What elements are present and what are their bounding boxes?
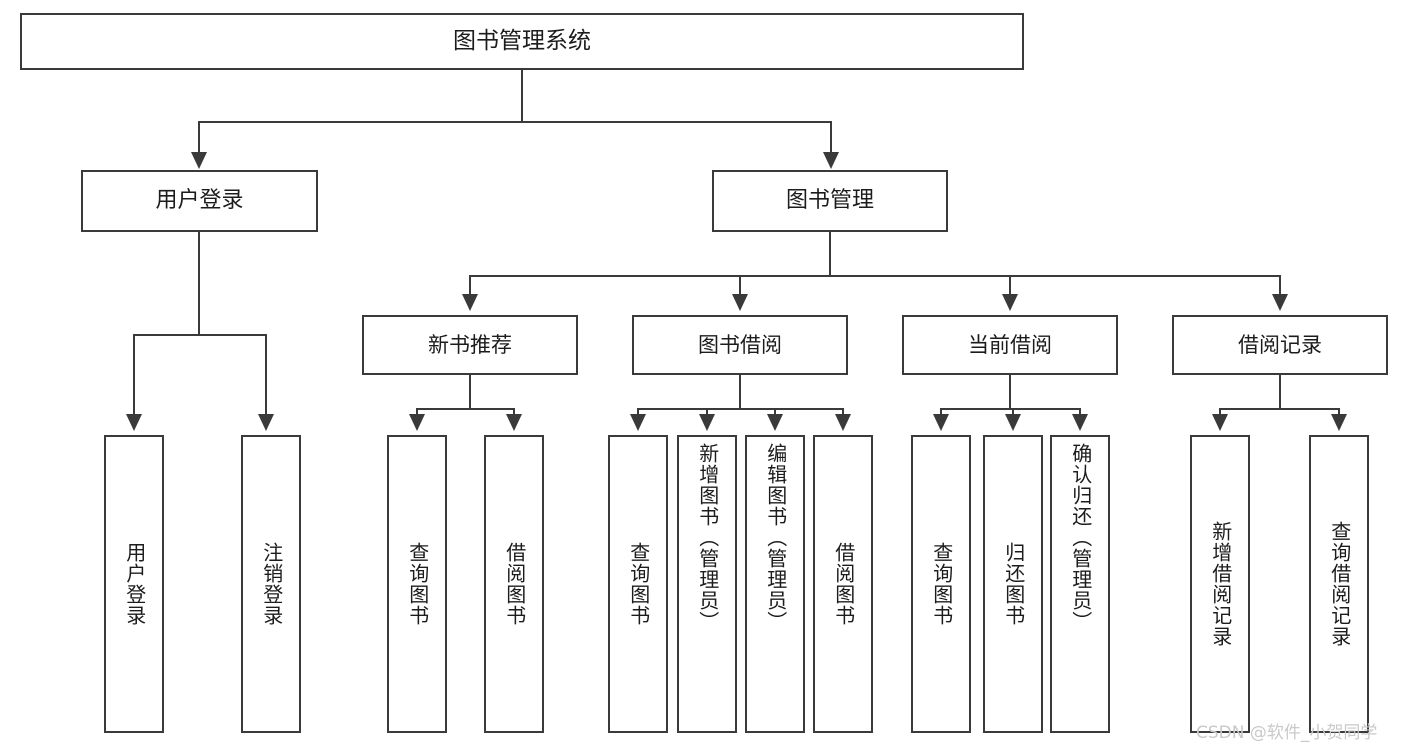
connector-user-login-bus (133, 334, 266, 336)
leaf-query-book-recommend[interactable]: 查询图书 (387, 435, 447, 733)
connector-book-mgmt-drop-1 (469, 275, 471, 296)
connector-root-stem (521, 70, 523, 122)
node-label: 查询借阅记录 (1327, 521, 1352, 647)
leaf-add-book-admin[interactable]: 新增图书（管理员） (677, 435, 737, 733)
leaf-query-book-current[interactable]: 查询图书 (911, 435, 971, 733)
arrow-to-leaf-return-book (1005, 414, 1021, 431)
connector-current-drop-2 (1012, 408, 1014, 416)
node-label: 新增图书（管理员） (695, 443, 720, 632)
arrow-to-leaf-user-login (126, 414, 142, 431)
node-label: 新书推荐 (428, 332, 512, 357)
node-label: 当前借阅 (968, 332, 1052, 357)
connector-current-stem (1009, 375, 1011, 409)
node-label: 借阅记录 (1238, 332, 1322, 357)
connector-current-drop-1 (940, 408, 942, 416)
leaf-return-book[interactable]: 归还图书 (983, 435, 1043, 733)
connector-root-drop-right (830, 121, 832, 153)
node-current-borrow[interactable]: 当前借阅 (902, 315, 1118, 375)
node-label: 查询图书 (626, 542, 651, 626)
node-label: 借阅图书 (831, 542, 856, 626)
connector-book-mgmt-drop-2 (739, 275, 741, 296)
connector-record-stem (1279, 375, 1281, 409)
arrow-to-leaf-add-record (1212, 414, 1228, 431)
connector-current-bus (940, 408, 1080, 410)
connector-user-login-stem (198, 232, 200, 335)
connector-user-login-drop-1 (133, 334, 135, 416)
connector-record-drop-2 (1338, 408, 1340, 416)
node-new-book-recommend[interactable]: 新书推荐 (362, 315, 578, 375)
connector-record-bus (1219, 408, 1340, 410)
arrow-to-leaf-edit-book (767, 414, 783, 431)
connector-recommend-drop-2 (513, 408, 515, 416)
connector-book-mgmt-drop-3 (1009, 275, 1011, 296)
node-label: 编辑图书（管理员） (763, 443, 788, 632)
leaf-add-borrow-record[interactable]: 新增借阅记录 (1190, 435, 1250, 733)
connector-borrow-bus (637, 408, 843, 410)
node-book-management[interactable]: 图书管理 (712, 170, 948, 232)
connector-borrow-drop-4 (842, 408, 844, 416)
leaf-borrow-book-borrow[interactable]: 借阅图书 (813, 435, 873, 733)
leaf-edit-book-admin[interactable]: 编辑图书（管理员） (745, 435, 805, 733)
leaf-borrow-book-recommend[interactable]: 借阅图书 (484, 435, 544, 733)
connector-root-drop-left (198, 121, 200, 153)
leaf-logout[interactable]: 注销登录 (241, 435, 301, 733)
node-label: 图书借阅 (698, 332, 782, 357)
leaf-query-borrow-record[interactable]: 查询借阅记录 (1309, 435, 1369, 733)
leaf-confirm-return-admin[interactable]: 确认归还（管理员） (1050, 435, 1110, 733)
connector-book-mgmt-bus (469, 275, 1281, 277)
node-label: 查询图书 (929, 542, 954, 626)
arrow-to-leaf-query-book-1 (409, 414, 425, 431)
leaf-user-login[interactable]: 用户登录 (104, 435, 164, 733)
arrow-to-leaf-query-book-2 (630, 414, 646, 431)
node-label: 确认归还（管理员） (1068, 443, 1093, 632)
connector-recommend-stem (469, 375, 471, 409)
arrow-to-leaf-query-record (1331, 414, 1347, 431)
node-root-system[interactable]: 图书管理系统 (20, 13, 1024, 70)
node-label: 用户登录 (155, 188, 244, 214)
arrow-to-leaf-query-book-3 (933, 414, 949, 431)
arrow-to-book-borrow (732, 294, 748, 311)
leaf-query-book-borrow[interactable]: 查询图书 (608, 435, 668, 733)
arrow-to-leaf-confirm-return (1072, 414, 1088, 431)
node-label: 用户登录 (122, 542, 147, 626)
arrow-to-leaf-add-book (699, 414, 715, 431)
connector-current-drop-3 (1079, 408, 1081, 416)
connector-borrow-drop-1 (637, 408, 639, 416)
node-label: 图书管理系统 (453, 27, 591, 54)
connector-borrow-stem (739, 375, 741, 409)
node-book-borrow[interactable]: 图书借阅 (632, 315, 848, 375)
node-label: 图书管理 (785, 188, 874, 214)
arrow-to-leaf-logout (258, 414, 274, 431)
node-label: 借阅图书 (502, 542, 527, 626)
node-borrow-record[interactable]: 借阅记录 (1172, 315, 1388, 375)
node-label: 注销登录 (259, 542, 284, 626)
node-label: 新增借阅记录 (1208, 521, 1233, 647)
connector-root-bus (198, 121, 832, 123)
connector-recommend-drop-1 (416, 408, 418, 416)
arrow-to-user-login (191, 152, 207, 169)
connector-record-drop-1 (1219, 408, 1221, 416)
connector-user-login-drop-2 (265, 334, 267, 416)
arrow-to-book-management (823, 152, 839, 169)
node-label: 查询图书 (405, 542, 430, 626)
node-user-login[interactable]: 用户登录 (81, 170, 318, 232)
arrow-to-leaf-borrow-book-2 (835, 414, 851, 431)
connector-borrow-drop-2 (706, 408, 708, 416)
connector-book-mgmt-stem (829, 232, 831, 276)
connector-recommend-bus (416, 408, 515, 410)
arrow-to-new-book-recommend (462, 294, 478, 311)
arrow-to-current-borrow (1002, 294, 1018, 311)
connector-borrow-drop-3 (774, 408, 776, 416)
arrow-to-borrow-record (1272, 294, 1288, 311)
arrow-to-leaf-borrow-book-1 (506, 414, 522, 431)
connector-book-mgmt-drop-4 (1279, 275, 1281, 296)
node-label: 归还图书 (1001, 542, 1026, 626)
